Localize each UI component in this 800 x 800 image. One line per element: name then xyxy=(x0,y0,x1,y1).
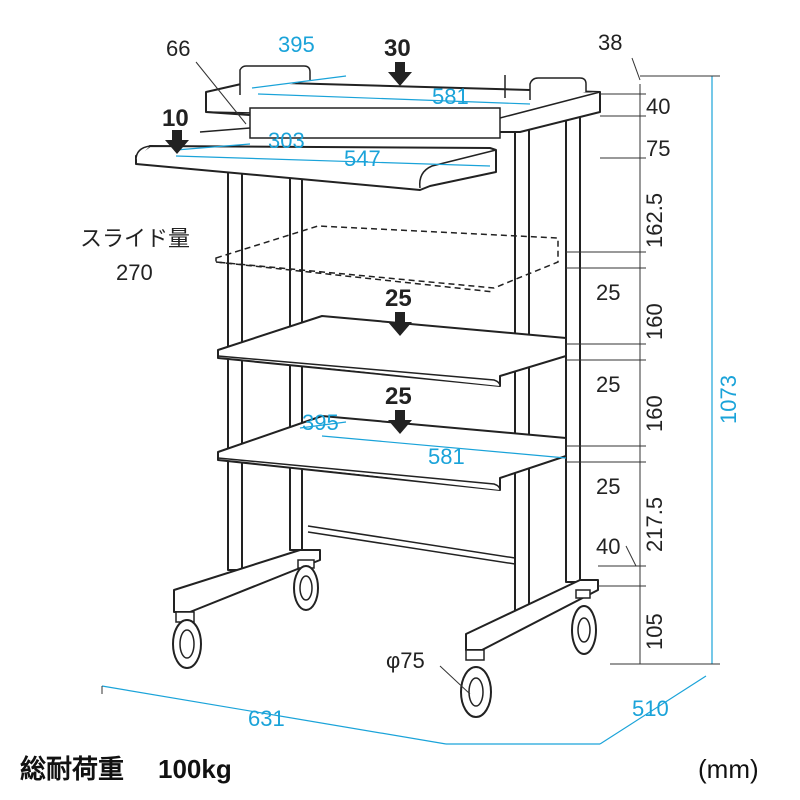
lower-shelf-edge xyxy=(217,457,501,491)
lower-crossbar-top xyxy=(307,525,516,559)
top-load-label: 30 xyxy=(384,35,411,62)
total-load-value: 100kg xyxy=(158,754,232,784)
v-40-top: 40 xyxy=(646,94,670,119)
slide-shelf-extended xyxy=(215,225,559,289)
slide-shelf-extended-edge xyxy=(215,261,495,293)
arrow-middle-icon xyxy=(388,312,412,336)
footer: 総耐荷重 100kg (mm) xyxy=(20,754,759,784)
v-160-a: 160 xyxy=(642,303,667,340)
total-height-label: 1073 xyxy=(716,375,741,424)
caster-left-front xyxy=(172,611,202,669)
top-thickness-label: 38 xyxy=(598,30,622,55)
leg-back-right xyxy=(565,111,581,583)
vertical-labels: 40 75 162.5 25 160 25 160 25 217.5 40 10… xyxy=(596,94,741,650)
v-40-bottom: 40 xyxy=(596,534,620,559)
v-25-c: 25 xyxy=(596,474,620,499)
top-rail-height-label: 66 xyxy=(166,36,190,61)
caster-right-front xyxy=(460,649,492,718)
middle-load-label: 25 xyxy=(385,285,412,312)
top-width-label: 581 xyxy=(432,84,469,109)
lower-width-label: 581 xyxy=(428,444,465,469)
slide-rail-top xyxy=(199,127,251,133)
slide-width-label: 547 xyxy=(344,146,381,171)
slide-shelf-labels: 10 303 547 スライド量 270 xyxy=(80,105,381,285)
caster-right-back xyxy=(571,589,597,655)
v-25-b: 25 xyxy=(596,372,620,397)
slide-depth-label: 303 xyxy=(268,128,305,153)
v-25-a: 25 xyxy=(596,280,620,305)
extension-lines xyxy=(101,57,720,695)
leg-front-left xyxy=(227,169,243,571)
v-160-b: 160 xyxy=(642,395,667,432)
v-75: 75 xyxy=(646,136,670,161)
v-162-5: 162.5 xyxy=(642,193,667,248)
slide-shelf-lip xyxy=(135,145,151,161)
slide-load-label: 10 xyxy=(162,105,189,132)
middle-shelf xyxy=(217,315,567,387)
top-labels: 395 581 66 30 38 xyxy=(166,30,622,109)
top-handle-right xyxy=(529,77,587,100)
lower-load-label: 25 xyxy=(385,383,412,410)
v-217-5: 217.5 xyxy=(642,497,667,552)
base-left xyxy=(173,549,321,613)
dimension-lines xyxy=(101,75,713,745)
slide-amount-value: 270 xyxy=(116,260,153,285)
depth-510-label: 510 xyxy=(632,696,669,721)
unit-label: (mm) xyxy=(698,754,759,784)
total-load-label: 総耐荷重 xyxy=(20,754,124,784)
caster-diameter-label: φ75 xyxy=(386,648,425,673)
middle-shelf-edge xyxy=(217,355,501,387)
slide-amount-label: スライド量 xyxy=(80,226,190,251)
load-arrows xyxy=(165,62,412,434)
lower-shelf xyxy=(217,415,567,491)
arrow-lower-icon xyxy=(388,410,412,434)
v-105: 105 xyxy=(642,613,667,650)
top-depth-label: 395 xyxy=(278,32,315,57)
shelf-labels: 25 25 395 581 xyxy=(302,285,465,469)
slide-rail-box xyxy=(249,107,501,139)
caster-left-back xyxy=(293,559,319,611)
base-labels: φ75 631 510 xyxy=(248,648,669,731)
cart-frame xyxy=(135,65,601,718)
arrow-slide-icon xyxy=(165,130,189,154)
slide-shelf-front-lip xyxy=(419,149,497,189)
arrow-top-icon xyxy=(388,62,412,86)
lower-crossbar-bottom xyxy=(307,531,516,565)
lower-depth-label: 395 xyxy=(302,410,339,435)
width-631-label: 631 xyxy=(248,706,285,731)
